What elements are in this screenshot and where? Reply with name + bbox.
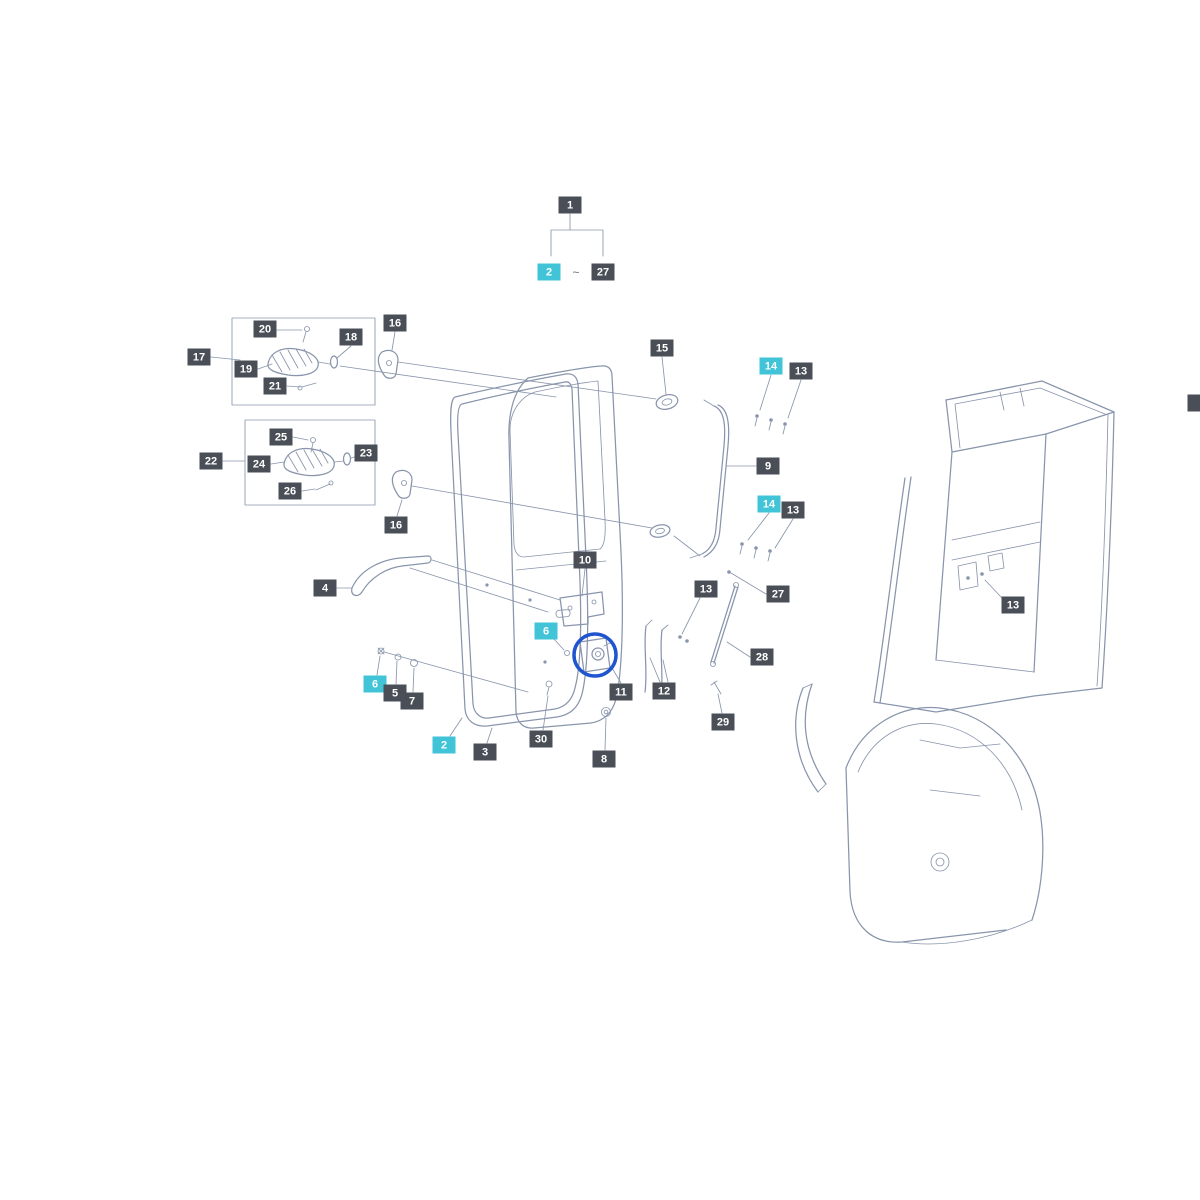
part-callout-10[interactable]: 10 [573, 551, 597, 569]
part-callout-13[interactable]: 13 [789, 362, 813, 380]
part-callout-6[interactable]: 6 [534, 622, 558, 640]
grommet-8 [601, 707, 611, 751]
grab-handle [336, 555, 432, 597]
part-callout-1[interactable]: 1 [558, 196, 582, 214]
part-callout-7[interactable]: 7 [400, 692, 424, 710]
part-callout-29[interactable]: 29 [711, 713, 735, 731]
pin-27-screws-13 [678, 570, 767, 643]
part-callout-27[interactable]: 27 [766, 585, 790, 603]
part-callout-13[interactable]: 13 [781, 501, 805, 519]
part-callout-18[interactable]: 18 [339, 328, 363, 346]
hinge-screws-lower [739, 512, 794, 562]
mounting-bracket-10 [559, 568, 605, 627]
range-bracket [550, 213, 604, 257]
part-callout-2[interactable]: 2 [432, 736, 456, 754]
part-callout-9[interactable]: 9 [756, 457, 780, 475]
part-callout-13[interactable]: 13 [694, 580, 718, 598]
alignment-lines [339, 361, 657, 613]
highlight-circle [572, 632, 618, 678]
part-callout-13[interactable]: 13 [1001, 596, 1025, 614]
part-callout-16[interactable]: 16 [384, 516, 408, 534]
part-callout-21[interactable]: 21 [263, 377, 287, 395]
part-callout-4[interactable]: 4 [313, 579, 337, 597]
cab-frame [795, 380, 1115, 945]
part-callout-27[interactable]: 27 [591, 263, 615, 281]
part-callout-17[interactable]: 17 [187, 348, 211, 366]
part-callout-25[interactable]: 25 [269, 428, 293, 446]
part-callout-30[interactable]: 30 [529, 730, 553, 748]
hinge-rod-9 [649, 356, 757, 559]
fasteners-5-6-7 [376, 647, 529, 693]
part-callout-6[interactable]: 6 [363, 675, 387, 693]
part-callout-22[interactable]: 22 [199, 452, 223, 470]
hinge-screws-upper [754, 374, 802, 435]
range-separator: ~ [572, 265, 580, 279]
part-callout-11[interactable]: 11 [609, 683, 633, 701]
part-callout-edge [1187, 394, 1200, 412]
part-callout-24[interactable]: 24 [247, 455, 271, 473]
part-callout-19[interactable]: 19 [234, 360, 258, 378]
part-callout-8[interactable]: 8 [592, 750, 616, 768]
inner-handle-assembly-a [210, 317, 376, 406]
part-callout-23[interactable]: 23 [354, 444, 378, 462]
part-callout-20[interactable]: 20 [253, 320, 277, 338]
part-callout-12[interactable]: 12 [652, 682, 676, 700]
door-seal [449, 373, 589, 737]
part-callout-26[interactable]: 26 [278, 482, 302, 500]
part-callout-14[interactable]: 14 [757, 495, 781, 513]
part-callout-28[interactable]: 28 [750, 648, 774, 666]
part-callout-16[interactable]: 16 [383, 314, 407, 332]
cover-plate-16-upper [377, 331, 399, 379]
part-callout-15[interactable]: 15 [650, 339, 674, 357]
part-callout-3[interactable]: 3 [473, 743, 497, 761]
part-callout-2[interactable]: 2 [537, 263, 561, 281]
cover-plate-16-lower [391, 469, 413, 517]
bolt-30 [542, 680, 553, 731]
part-callout-14[interactable]: 14 [759, 357, 783, 375]
strut-28-pin-29 [710, 582, 751, 714]
